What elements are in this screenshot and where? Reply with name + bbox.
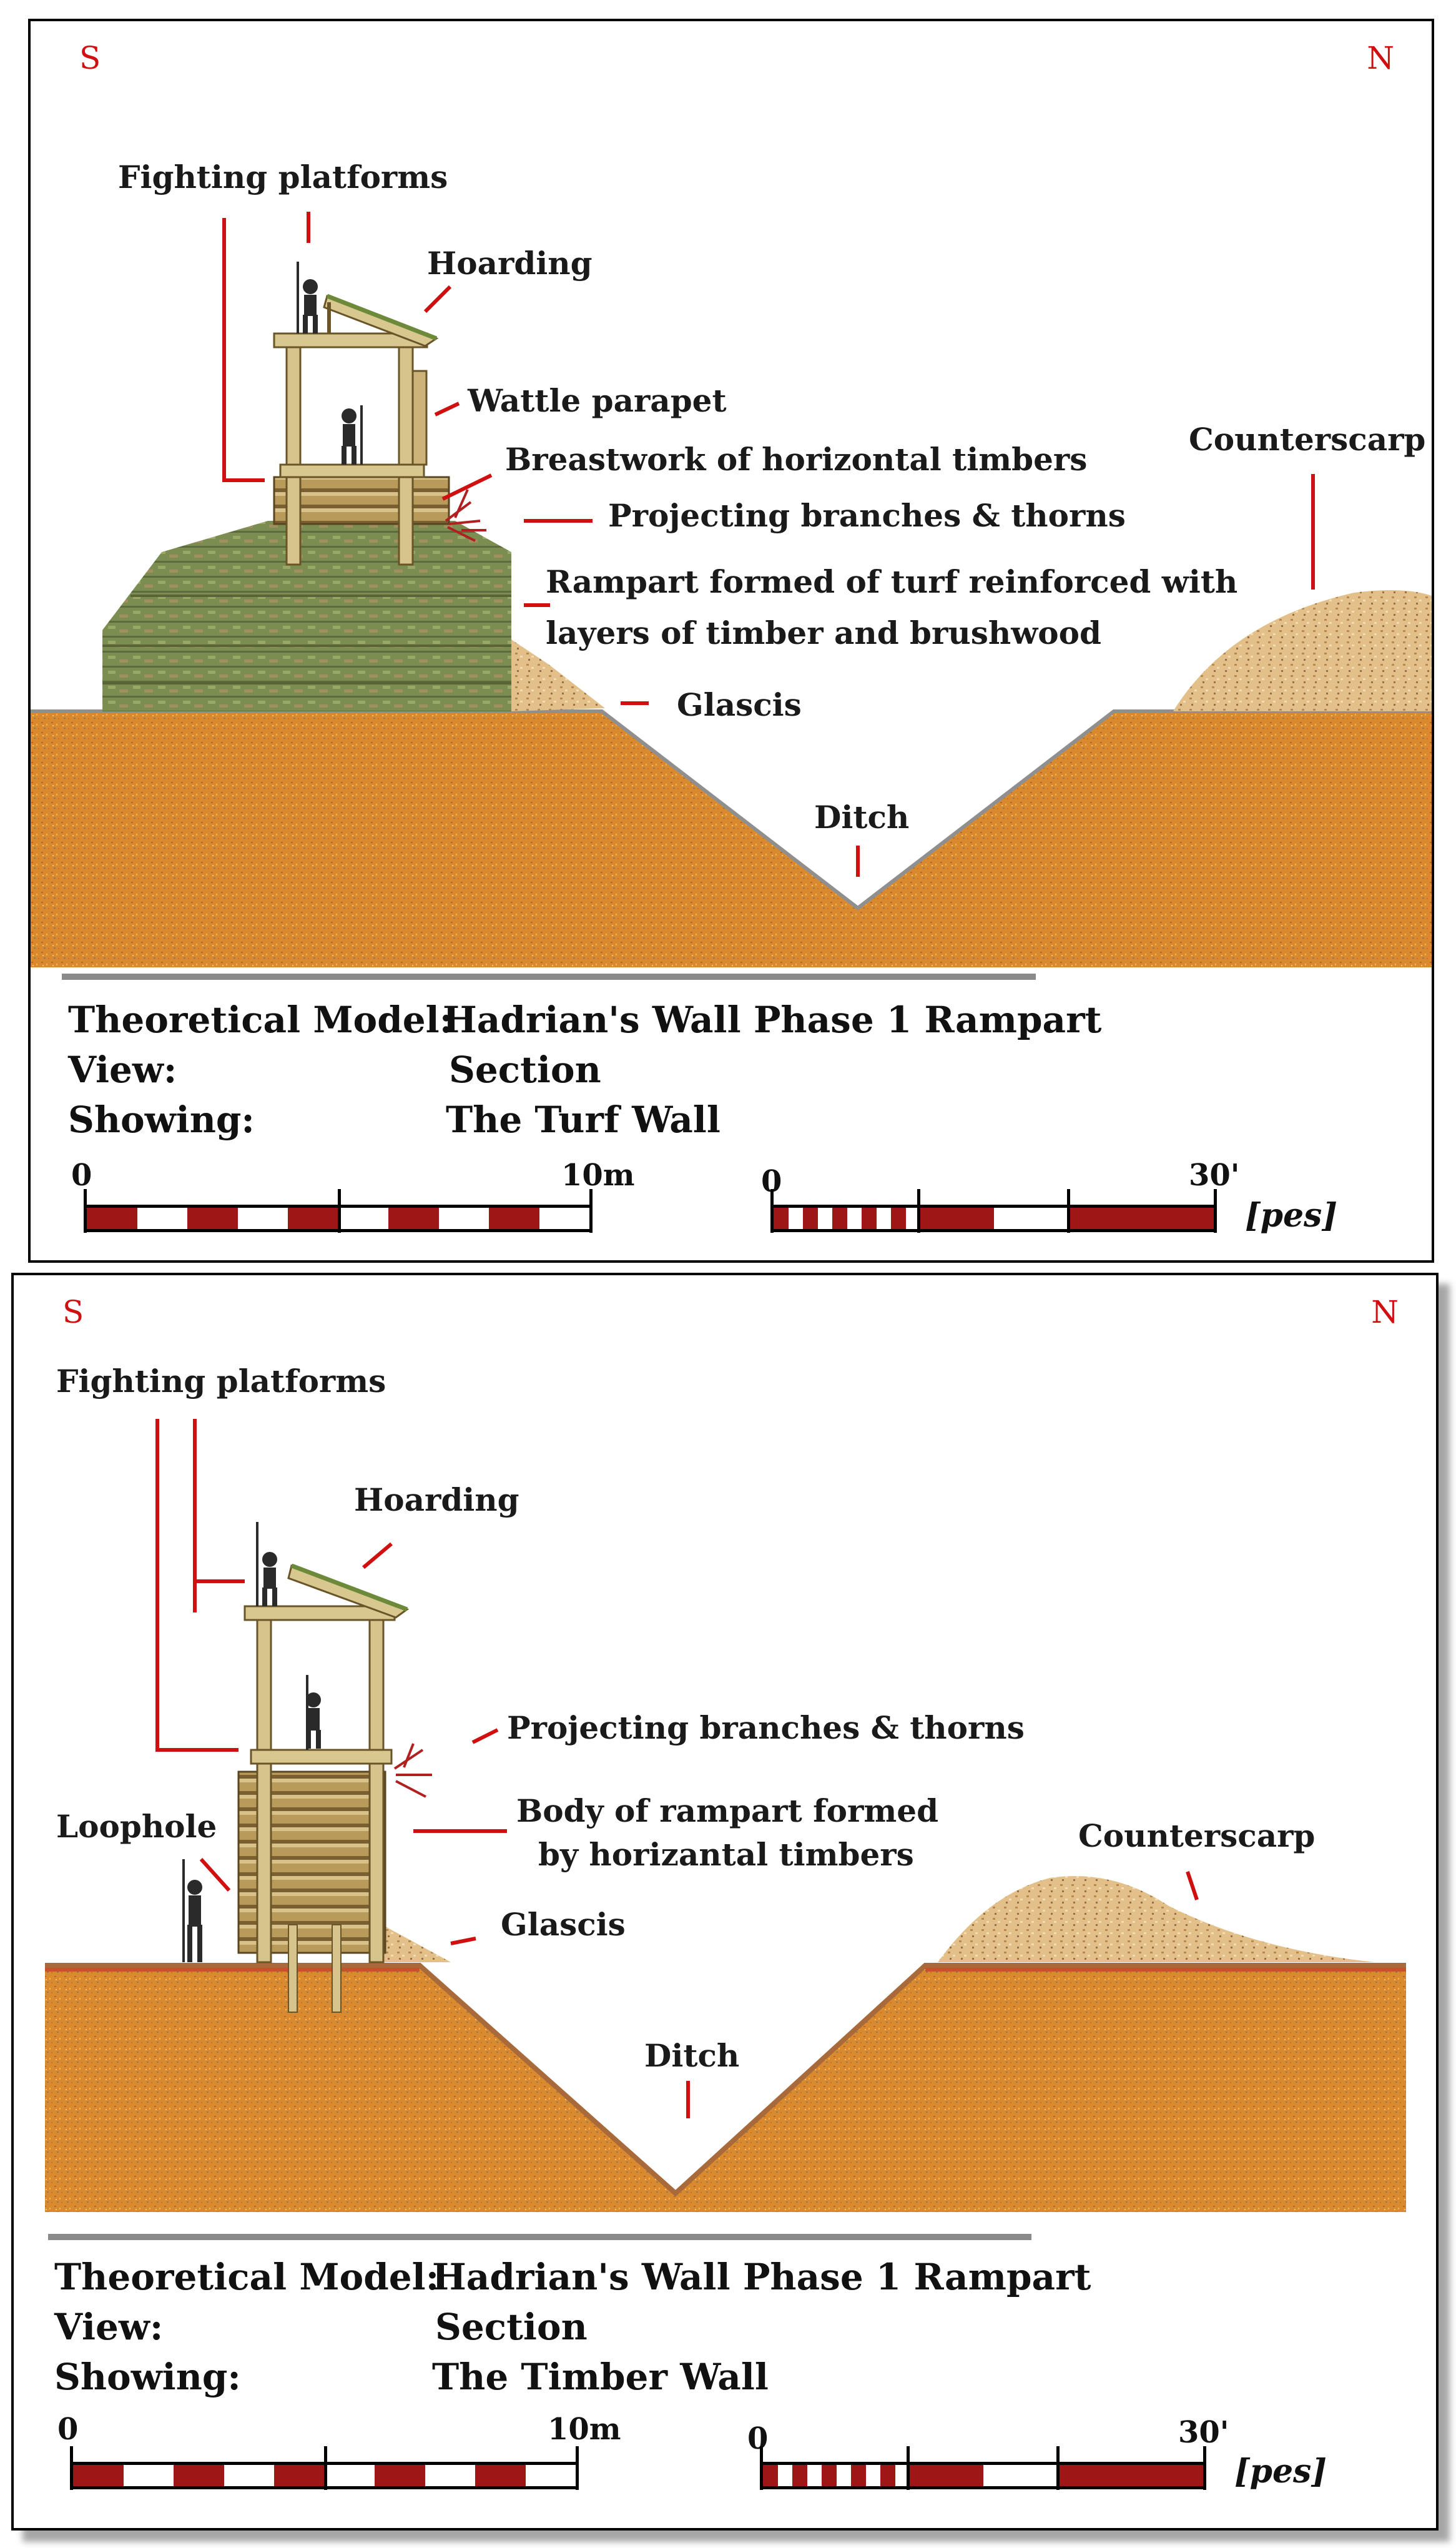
caption-showing-label: Showing: xyxy=(54,2356,241,2398)
label-projecting-branches: Projecting branches & thorns xyxy=(507,1709,1025,1746)
leader-lines xyxy=(155,1419,1199,2118)
turf-rampart xyxy=(102,521,511,711)
turf-wall-section-drawing xyxy=(31,212,1432,967)
compass-south: S xyxy=(62,1294,84,1330)
pes-unit-label: [pes] xyxy=(1245,1197,1337,1235)
caption-model-label: Theoretical Model: xyxy=(68,999,453,1041)
compass-north: N xyxy=(1371,1294,1399,1330)
label-body-line1: Body of rampart formed xyxy=(516,1792,939,1829)
ground-earth xyxy=(45,1965,1406,2212)
metric-scale-start: 0 xyxy=(57,2412,79,2447)
ground-earth xyxy=(31,711,1432,967)
pes-scale-bar xyxy=(760,2462,1206,2489)
label-rampart-line2: layers of timber and brushwood xyxy=(546,615,1101,651)
label-rampart-line1: Rampart formed of turf reinforced with xyxy=(546,563,1238,600)
metric-scale-bar xyxy=(70,2462,579,2489)
leader-lines xyxy=(222,212,1315,877)
lower-platform xyxy=(279,463,425,478)
caption-divider xyxy=(48,2234,1031,2240)
turf-wall-panel: S N Fighting platforms Hoarding Wattle p… xyxy=(28,19,1434,1263)
timber-wall-section-drawing xyxy=(45,1419,1406,2212)
label-fighting-platforms: Fighting platforms xyxy=(118,159,448,195)
compass-north: N xyxy=(1367,40,1394,76)
pes-scale-end: 30' xyxy=(1189,1158,1240,1193)
label-counterscarp: Counterscarp xyxy=(1189,421,1426,458)
pes-unit-label: [pes] xyxy=(1234,2452,1327,2491)
caption-view-value: Section xyxy=(435,2306,588,2348)
caption-model-value: Hadrian's Wall Phase 1 Rampart xyxy=(443,999,1102,1041)
soldier-lower xyxy=(342,408,357,465)
label-hoarding: Hoarding xyxy=(354,1481,519,1518)
label-glascis: Glascis xyxy=(677,686,802,723)
label-ditch: Ditch xyxy=(814,799,910,836)
metric-scale-end: 10m xyxy=(548,2412,621,2447)
counterscarp-mound xyxy=(938,1876,1375,1962)
label-fighting-platforms: Fighting platforms xyxy=(56,1363,386,1400)
soldier-upper xyxy=(303,279,318,333)
counterscarp-mound xyxy=(1173,590,1432,711)
soldier-loophole xyxy=(187,1880,202,1962)
label-breastwork: Breastwork of horizontal timbers xyxy=(505,441,1088,478)
label-ditch: Ditch xyxy=(644,2037,740,2074)
caption-view-value: Section xyxy=(449,1049,601,1091)
glacis-slope xyxy=(511,639,605,711)
thorn-branches xyxy=(393,1743,432,1798)
caption-view-label: View: xyxy=(54,2306,164,2348)
label-body-line2: by horizantal timbers xyxy=(538,1836,914,1873)
wattle-parapet xyxy=(411,370,428,466)
metric-scale-end: 10m xyxy=(561,1158,635,1193)
label-hoarding: Hoarding xyxy=(427,245,593,282)
caption-model-value: Hadrian's Wall Phase 1 Rampart xyxy=(432,2256,1091,2298)
caption-showing-value: The Timber Wall xyxy=(432,2356,769,2398)
pes-scale-start: 0 xyxy=(747,2421,769,2456)
glacis-slope xyxy=(382,1925,451,1962)
lower-platform xyxy=(250,1749,393,1765)
label-wattle-parapet: Wattle parapet xyxy=(468,382,727,419)
caption-model-label: Theoretical Model: xyxy=(54,2256,440,2298)
label-counterscarp: Counterscarp xyxy=(1078,1817,1316,1854)
label-projecting-branches: Projecting branches & thorns xyxy=(608,497,1126,534)
soldier-upper xyxy=(262,1552,277,1606)
caption-divider xyxy=(62,974,1036,980)
caption-view-label: View: xyxy=(68,1049,177,1091)
caption-showing-value: The Turf Wall xyxy=(446,1099,721,1141)
compass-south: S xyxy=(79,40,101,76)
pes-scale-end: 30' xyxy=(1178,2415,1229,2450)
metric-scale-start: 0 xyxy=(71,1158,92,1193)
timber-wall-panel: S N Fighting platforms Hoarding Projecti… xyxy=(11,1273,1439,2531)
thorn-branches xyxy=(445,489,486,542)
pes-scale-bar xyxy=(770,1205,1217,1232)
label-loophole: Loophole xyxy=(56,1808,217,1845)
caption-showing-label: Showing: xyxy=(68,1099,255,1141)
label-glascis: Glascis xyxy=(501,1906,626,1943)
